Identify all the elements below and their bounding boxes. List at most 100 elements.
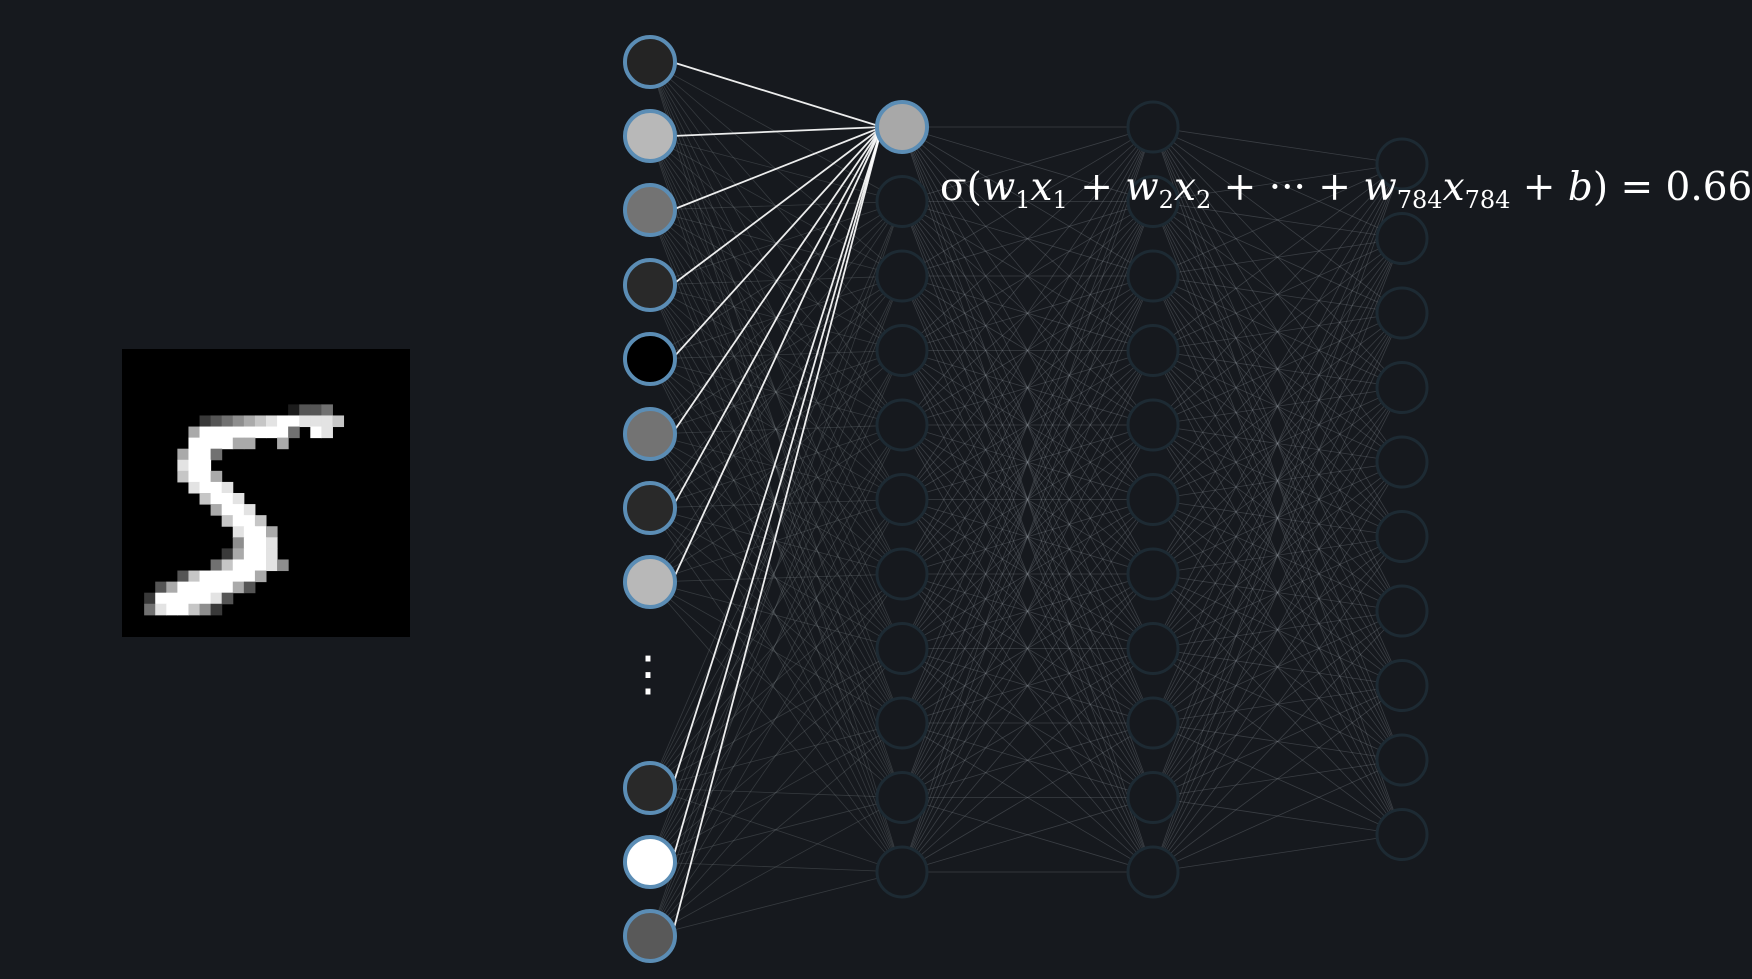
connection-line (901, 201, 1154, 500)
connection-line (1152, 312, 1403, 351)
connection-line (901, 275, 1154, 426)
hidden-neuron (875, 398, 929, 452)
connection-line (1152, 350, 1403, 463)
connection-line (1152, 163, 1403, 798)
connection-line (1152, 275, 1403, 761)
digit-pixel (155, 592, 167, 605)
connection-line (1152, 499, 1403, 761)
connection-line (1152, 424, 1403, 537)
connection-line (901, 201, 1154, 873)
digit-pixel (188, 570, 201, 583)
output-neuron (1375, 733, 1429, 787)
connection-line (901, 722, 1154, 873)
connection-line (1152, 238, 1403, 426)
connection-line (1152, 499, 1403, 686)
connection-line (901, 350, 1154, 798)
connection-line (649, 722, 903, 937)
connection-line (1152, 424, 1403, 761)
connection-line (1152, 685, 1403, 724)
connection-line (649, 573, 903, 789)
connection-line (901, 201, 1154, 426)
connection-line (1152, 759, 1403, 798)
connection-line (1152, 238, 1403, 500)
digit-pixel (155, 603, 167, 616)
digit-pixel (177, 459, 189, 472)
digit-pixel (166, 581, 178, 594)
output-neuron (1375, 808, 1429, 861)
connection-line (649, 648, 903, 863)
output-neuron (1375, 212, 1429, 265)
connection-line (1152, 648, 1403, 686)
connection-line (649, 648, 903, 937)
connection-line (901, 201, 1154, 277)
digit-pixel (266, 426, 278, 439)
digit-pixel (254, 526, 267, 538)
connection-line (649, 135, 903, 649)
connection-line (901, 275, 1154, 798)
connection-line (649, 722, 903, 789)
connection-line (649, 581, 903, 873)
connection-line (901, 722, 1154, 798)
digit-pixel (210, 448, 223, 461)
hidden2-neuron (1126, 771, 1180, 824)
digit-pixel (232, 570, 245, 583)
connection-line (1152, 461, 1403, 798)
connection-line (901, 648, 1154, 873)
connection-line (901, 275, 1154, 351)
connection-line (649, 201, 903, 360)
connection-line (649, 424, 903, 583)
connection-line (1152, 536, 1403, 873)
connection-line (1152, 238, 1403, 277)
connection-line (649, 201, 903, 937)
connection-line (901, 648, 1154, 798)
connection-line (901, 201, 1154, 798)
connection-line (901, 499, 1154, 724)
digit-pixel (210, 470, 223, 483)
connection-line (649, 284, 903, 575)
digit-pixel (210, 570, 223, 583)
connection-line (649, 499, 903, 863)
connection-line (1152, 797, 1403, 835)
digit-pixel (199, 415, 212, 428)
connection-line (901, 275, 1154, 500)
connection-line (1152, 201, 1403, 761)
digit-pixel (266, 559, 278, 572)
connection-line (901, 275, 1154, 351)
connection-line (649, 284, 903, 500)
connection-line (1152, 350, 1403, 388)
connection-line (1152, 461, 1403, 575)
input-neuron (623, 407, 677, 461)
connection-line (649, 61, 903, 873)
digit-pixel (199, 570, 212, 583)
digit-pixel (188, 426, 201, 439)
connection-line (901, 275, 1154, 575)
connection-line (901, 350, 1154, 426)
digit-pixel (310, 415, 322, 428)
output-neuron (1375, 286, 1429, 340)
connection-line (1152, 126, 1403, 686)
digit-pixel (277, 437, 289, 450)
connection-line (1152, 387, 1403, 500)
connection-line (649, 350, 903, 583)
connection-line (901, 499, 1154, 873)
digit-pixel (177, 592, 189, 605)
hidden-neuron (875, 249, 929, 303)
connection-line (1152, 201, 1403, 463)
connection-line (1152, 238, 1403, 649)
hidden-neuron (875, 845, 929, 899)
digit-pixel (144, 592, 156, 605)
connection-line (901, 126, 1154, 202)
connection-line (1152, 834, 1403, 873)
highlight-weight-line (671, 126, 883, 583)
digit-pixel (254, 537, 267, 549)
connection-line (649, 507, 903, 575)
connection-line (649, 861, 903, 873)
connection-line (1152, 275, 1403, 686)
connection-line (901, 573, 1154, 798)
connection-line (901, 722, 1154, 798)
digit-pixel (177, 470, 189, 483)
digit-pixel (310, 404, 322, 416)
connection-line (901, 573, 1154, 798)
connection-line (649, 648, 903, 789)
